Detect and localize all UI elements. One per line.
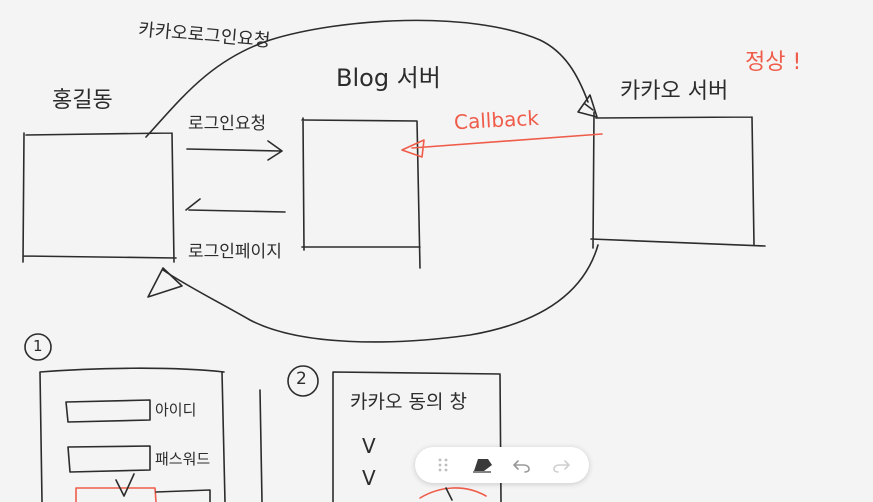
step2-number: 2 <box>296 369 307 389</box>
arc-arrowhead <box>577 94 598 118</box>
blog-server-box <box>301 117 421 269</box>
id-label: 아이디 <box>155 401 197 419</box>
login-button-check <box>115 473 211 502</box>
undo-icon[interactable] <box>507 450 537 480</box>
step2-circle <box>287 365 319 397</box>
consent-check-2: V <box>362 466 376 490</box>
user-label: 홍길동 <box>52 88 113 113</box>
callback-arrow <box>401 133 603 158</box>
user-box <box>22 132 177 263</box>
blog-server-label: Blog 서버 <box>336 64 441 92</box>
login-page-label: 로그인페이지 <box>188 242 282 262</box>
login-page-arrow <box>185 198 286 213</box>
kakao-login-arc <box>145 19 589 138</box>
id-field <box>65 399 151 423</box>
login-request-arrow <box>186 140 283 161</box>
consent-title: 카카오 동의 창 <box>350 391 467 413</box>
step1-number: 1 <box>33 337 43 355</box>
login-page-return-arc <box>162 244 599 343</box>
consent-check-1: V <box>362 434 376 458</box>
callback-label: Callback <box>453 105 540 135</box>
kakao-server-label: 카카오 서버 <box>620 79 729 104</box>
consent-button <box>419 487 487 499</box>
step1-panel <box>39 367 263 502</box>
normal-label: 정상 ! <box>745 50 802 75</box>
eraser-icon[interactable] <box>467 450 497 480</box>
password-field <box>67 445 151 473</box>
step1-circle <box>24 333 52 361</box>
login-request-label: 로그인요청 <box>188 114 267 134</box>
kakao-server-box <box>590 111 766 249</box>
login-button <box>75 487 157 502</box>
pen-toolbar <box>415 447 589 483</box>
redo-icon[interactable] <box>546 450 576 480</box>
return-arrowhead <box>147 267 183 298</box>
password-label: 패스워드 <box>155 450 211 468</box>
drag-handle-icon[interactable] <box>428 450 458 480</box>
